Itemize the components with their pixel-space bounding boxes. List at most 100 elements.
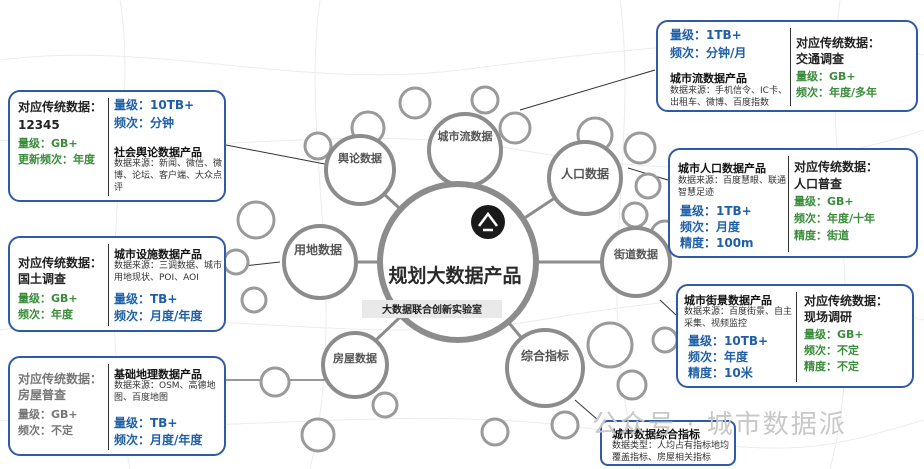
node-population-circle [547, 140, 623, 216]
panel-divider [796, 292, 797, 382]
node-land-use-circle [282, 224, 358, 300]
street-frequency: 频次：年度 [688, 350, 749, 364]
street-source: 数据来源：百度街景、自主采集、视频监控 [684, 307, 793, 330]
city-flow-product: 城市流数据产品 [670, 72, 747, 85]
population-frequency: 频次：月度 [680, 220, 741, 234]
mini-circle [300, 417, 336, 453]
node-land-use-label: 用地数据 [293, 242, 342, 257]
mini-circle [586, 321, 634, 369]
lab-logo-mark [478, 211, 498, 232]
land-use-source: 数据来源：三调数据、城市用地现状、POI、AOI [114, 261, 223, 284]
street-magnitude: 量级：10TB+ [688, 334, 769, 348]
mini-circle [303, 131, 333, 161]
node-opinion-circle [324, 134, 396, 206]
housing-magnitude: 量级：TB+ [114, 416, 178, 430]
connector-composite [574, 399, 599, 421]
opinion-frequency: 频次：分钟 [114, 116, 175, 130]
land-use-frequency: 频次：月度/年度 [114, 309, 203, 323]
land-use-magnitude: 量级：TB+ [114, 292, 178, 306]
panel-street: 城市街景数据产品 数据来源：百度街景、自主采集、视频监控 量级：10TB+ 频次… [676, 284, 914, 388]
node-composite-label: 综合指标 [521, 348, 569, 363]
center-subtitle: 大数据联合创新实验室 [382, 303, 482, 316]
node-street-label: 街道数据 [613, 247, 658, 261]
panel-divider [108, 244, 109, 326]
population-trad-magnitude: 量级：GB+ [794, 195, 854, 208]
panel-housing: 对应传统数据： 房屋普查 量级：GB+ 频次：不定 基础地理数据产品 数据来源：… [8, 356, 226, 456]
panel-divider [788, 156, 789, 252]
composite-product: 城市数据综合指标 [612, 428, 700, 441]
mini-circle [623, 131, 657, 165]
node-composite-circle [505, 328, 585, 408]
panel-divider [108, 364, 109, 450]
city-flow-trad-magnitude: 量级：GB+ [796, 70, 856, 83]
mini-circle [498, 111, 532, 145]
population-trad-frequency: 频次：年度/十年 [794, 212, 876, 225]
mini-circle [259, 366, 291, 398]
panel-divider [108, 98, 109, 196]
street-trad-magnitude: 量级：GB+ [804, 328, 864, 341]
street-product: 城市街景数据产品 [684, 294, 772, 307]
mini-circle [480, 417, 510, 447]
node-opinion-label: 舆论数据 [338, 151, 382, 165]
opinion-trad-frequency: 更新频次：年度 [18, 153, 95, 166]
panel-divider [790, 28, 791, 106]
node-city-flow-circle [427, 112, 503, 188]
population-trad-name: 人口普查 [794, 177, 843, 191]
composite-source: 数据类型：人均占有指标地均覆盖指标、房屋相关指标 [612, 441, 730, 464]
connector-street [659, 299, 677, 316]
street-trad-name: 现场调研 [804, 310, 853, 324]
population-precision: 精度：100m [680, 236, 754, 250]
city-flow-trad-name: 交通调查 [796, 52, 845, 66]
connector-city-flow [519, 69, 656, 111]
land-use-trad-magnitude: 量级：GB+ [18, 292, 78, 305]
mini-circle [470, 85, 500, 115]
opinion-product: 社会舆论数据产品 [114, 146, 202, 159]
housing-trad-name: 房屋普查 [18, 388, 67, 402]
opinion-trad-title: 对应传统数据： [18, 100, 103, 114]
population-trad-precision: 精度：街道 [794, 229, 849, 242]
housing-source: 数据来源：OSM、高德地图、百度地图 [114, 381, 216, 404]
housing-frequency: 频次：月度/年度 [114, 433, 203, 447]
panel-population: 城市人口数据产品 数据来源：百度慧眼、联通智慧足迹 量级：1TB+ 频次：月度 … [668, 148, 918, 258]
land-use-product: 城市设施数据产品 [114, 248, 202, 261]
land-use-trad-frequency: 频次：年度 [18, 308, 73, 321]
mini-circle [236, 200, 276, 240]
connector-opinion [225, 144, 331, 166]
city-flow-trad-title: 对应传统数据： [796, 36, 881, 50]
mini-circle [371, 391, 399, 419]
mini-circle [222, 248, 250, 276]
street-trad-frequency: 频次：不定 [804, 344, 859, 357]
housing-trad-magnitude: 量级：GB+ [18, 408, 78, 421]
land-use-trad-name: 国土调查 [18, 272, 67, 286]
subtitle-band [362, 300, 502, 318]
housing-trad-title: 对应传统数据： [18, 372, 103, 386]
population-trad-title: 对应传统数据： [794, 160, 879, 174]
center-title: 规划大数据产品 [388, 264, 521, 287]
mini-circle [616, 369, 648, 401]
lab-logo-icon [471, 205, 505, 239]
population-magnitude: 量级：1TB+ [680, 204, 752, 218]
node-housing-label: 房屋数据 [333, 351, 377, 365]
city-flow-trad-frequency: 频次：年度/多年 [796, 86, 878, 99]
watermark: 公众号 · 城市数据派 [592, 410, 847, 440]
land-use-trad-title: 对应传统数据： [18, 256, 103, 270]
panel-composite: 城市数据综合指标 数据类型：人均占有指标地均覆盖指标、房屋相关指标 [600, 420, 736, 466]
city-flow-frequency: 频次：分钟/月 [670, 46, 747, 60]
housing-product: 基础地理数据产品 [114, 368, 202, 381]
opinion-trad-name: 12345 [18, 118, 60, 132]
population-source: 数据来源：百度慧眼、联通智慧足迹 [678, 176, 787, 199]
node-city-flow-label: 城市流数据 [438, 129, 493, 143]
street-trad-title: 对应传统数据： [804, 294, 889, 308]
opinion-trad-magnitude: 量级：GB+ [18, 137, 78, 150]
mini-circle [398, 86, 432, 120]
panel-land-use: 对应传统数据： 国土调查 量级：GB+ 频次：年度 城市设施数据产品 数据来源：… [8, 236, 226, 332]
opinion-source: 数据来源：新闻、微信、微博、论坛、客户端、大众点评 [114, 159, 223, 194]
node-population-label: 人口数据 [561, 166, 609, 181]
opinion-magnitude: 量级：10TB+ [114, 98, 195, 112]
mini-circle [651, 326, 679, 354]
mini-circle [634, 172, 662, 200]
node-housing-circle [321, 331, 389, 399]
street-precision: 精度：10米 [688, 366, 753, 380]
